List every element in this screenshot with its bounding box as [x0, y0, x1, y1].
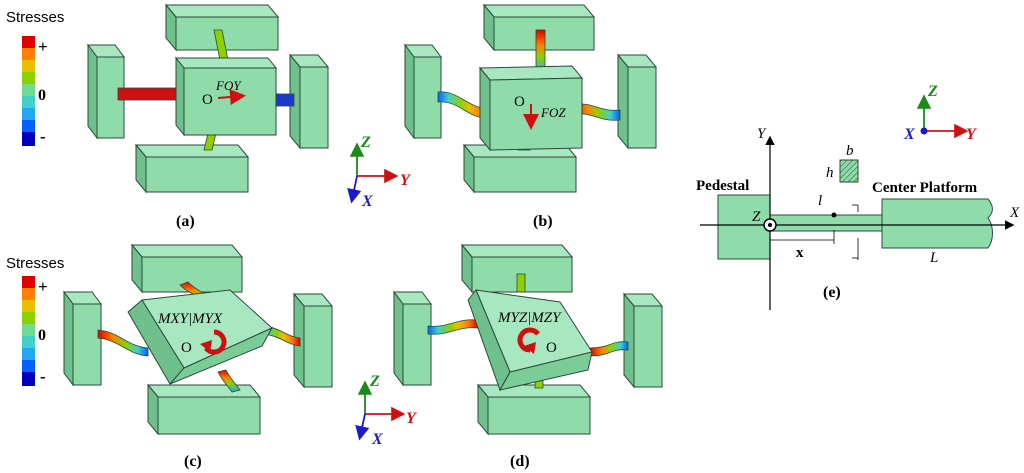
pedestal-label: Pedestal [696, 178, 749, 194]
stress-legend-top: Stresses + 0 - [6, 9, 64, 146]
dim-l-label: l [818, 193, 822, 209]
dim-b-label: b [846, 143, 854, 159]
triad-top-x: X [361, 193, 373, 210]
schematic-axis-y-label: Y [757, 126, 767, 142]
panel-c [63, 243, 334, 436]
legend-color-bar [22, 36, 35, 146]
panel-d-moment-arrow [517, 327, 540, 354]
beam-rect [769, 214, 883, 232]
panel-c-moment-arrow [200, 329, 227, 355]
center-platform-block [881, 198, 993, 249]
legend-minus: - [40, 127, 46, 146]
panel-a-load-label: FOY [215, 78, 242, 93]
panel-c-origin: O [181, 340, 192, 356]
panel-a-caption: (a) [176, 213, 195, 230]
panel-b [404, 3, 658, 194]
panel-d-caption: (d) [510, 453, 530, 470]
schematic-axis-x-label: X [1009, 205, 1020, 221]
panel-a-force-arrow [217, 89, 246, 105]
panel-b-load-label: FOZ [540, 105, 566, 120]
triad-schematic-x: X [903, 126, 915, 143]
center-platform-label: Center Platform [872, 180, 978, 196]
legend-bottom-plus: + [38, 277, 48, 296]
panel-e-caption: (e) [823, 284, 841, 301]
panel-c-caption: (c) [184, 453, 202, 470]
legend-title: Stresses [6, 9, 64, 26]
schematic-axis-z-label: Z [752, 209, 761, 225]
legend-bottom-minus: - [40, 367, 46, 386]
panel-b-origin: O [514, 94, 525, 110]
panel-d-load-label: MYZ|MZY [497, 310, 562, 326]
panel-d-origin: O [546, 340, 557, 356]
legend-zero: 0 [38, 87, 46, 104]
dim-x-label: x [796, 245, 804, 261]
triad-top-y: Y [400, 172, 411, 189]
panel-d [393, 243, 664, 436]
legend-plus: + [38, 37, 48, 56]
panel-c-load-label: MXY|MYX [157, 311, 223, 327]
triad-top-z: Z [360, 134, 371, 151]
panel-b-caption: (b) [533, 213, 553, 230]
beam-cross-section [839, 159, 859, 183]
triad-bottom-x: X [371, 431, 383, 448]
legend-bottom-zero: 0 [38, 327, 46, 344]
triad-bottom-y: Y [406, 410, 417, 427]
panel-e-schematic [700, 135, 1015, 310]
triad-top: Z Y X [347, 134, 411, 210]
dim-L-label: L [929, 250, 938, 266]
dim-h-label: h [826, 165, 834, 181]
legend-bottom-color-bar [22, 276, 35, 386]
triad-schematic-z: Z [927, 83, 938, 100]
triad-bottom: Z Y X [355, 373, 417, 448]
triad-schematic: Z Y X [903, 83, 977, 143]
triad-bottom-z: Z [369, 373, 380, 390]
pedestal-block [717, 194, 771, 260]
panel-a-origin: O [202, 92, 213, 108]
stress-legend-bottom: Stresses + 0 - [6, 255, 64, 386]
legend-bottom-title: Stresses [6, 255, 64, 272]
triad-schematic-y: Y [966, 126, 977, 143]
